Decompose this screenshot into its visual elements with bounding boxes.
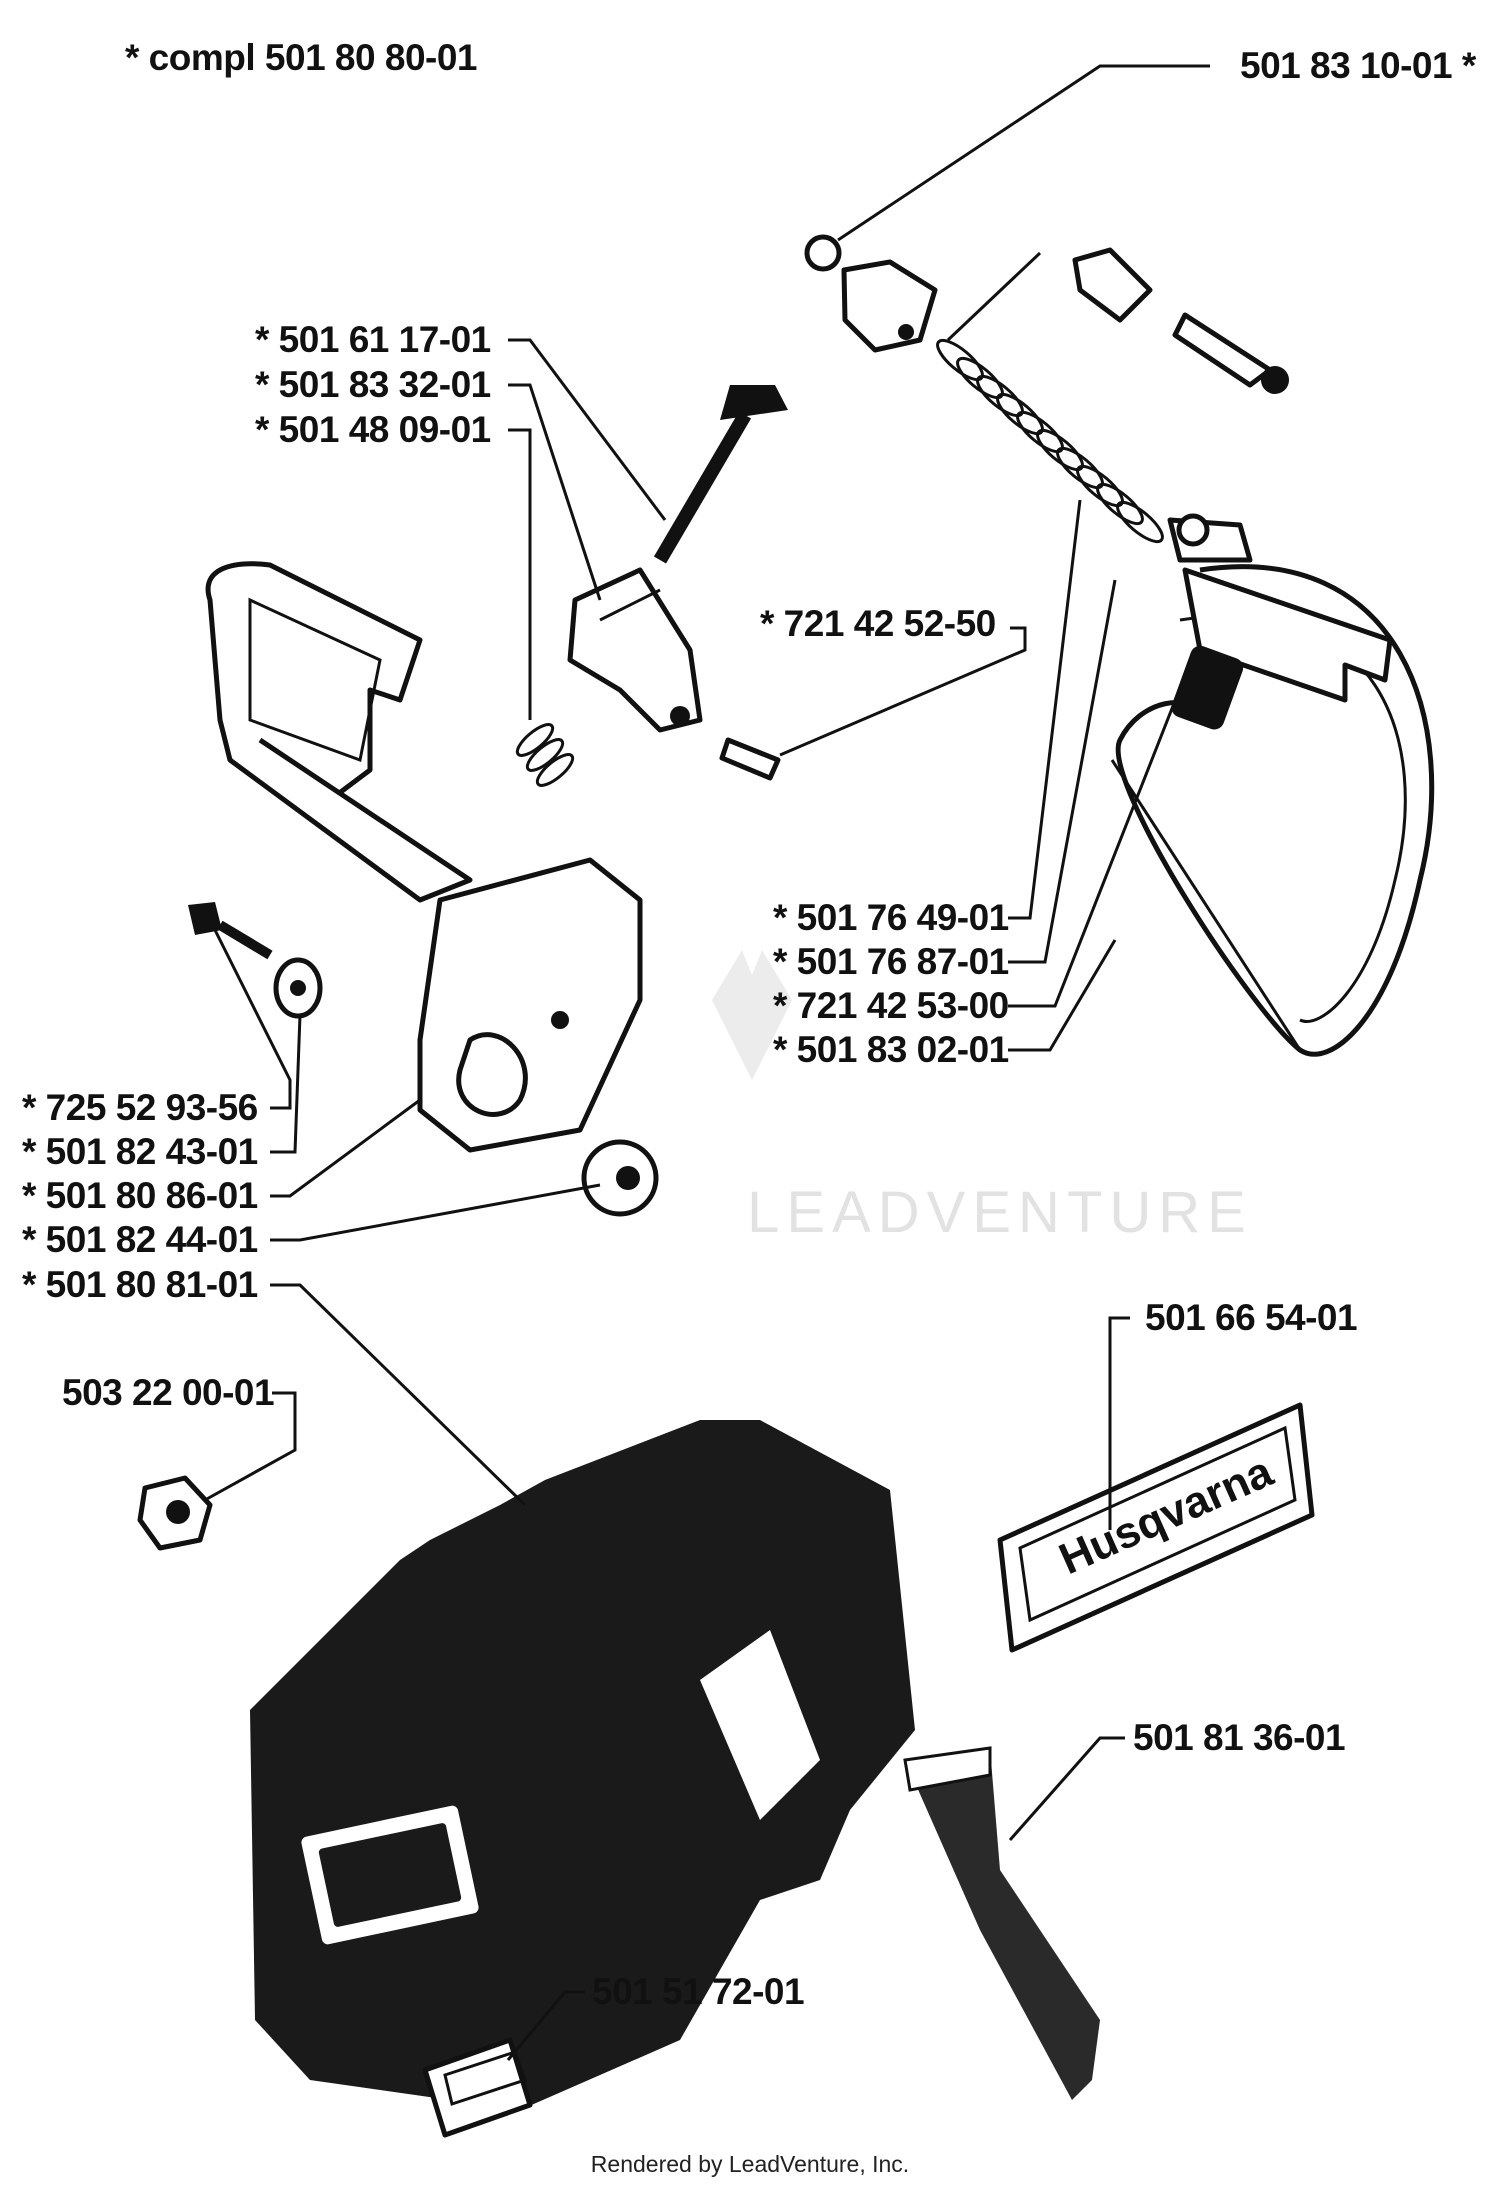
watermark: LEADVENTURE (712, 950, 1253, 1245)
label-501824301: * 501 82 43-01 (22, 1131, 258, 1172)
decal-drawing: Husqvarna (997, 1402, 1315, 1653)
label-501808601: * 501 80 86-01 (22, 1175, 258, 1216)
label-501833201: * 501 83 32-01 (255, 364, 491, 405)
clutch-cover-drawing (250, 1420, 915, 2110)
small-block-drawing (422, 2037, 533, 2138)
watermark-text: LEADVENTURE (747, 1180, 1253, 1245)
leader-lines (204, 64, 1210, 2061)
label-503220001: 503 22 00-01 (62, 1372, 274, 1413)
screw-washer-drawing (188, 902, 659, 1217)
label-501764901: * 501 76 49-01 (773, 897, 1009, 938)
label-501665401: 501 66 54-01 (1145, 1297, 1357, 1338)
spring-nut-drawing (804, 234, 1289, 544)
title-label: * compl 501 80 80-01 (125, 37, 477, 78)
cover-nut-drawing (137, 1475, 213, 1551)
label-725529356: * 725 52 93-56 (22, 1087, 258, 1128)
footer-credit: Rendered by LeadVenture, Inc. (591, 2151, 909, 2177)
label-501611701: * 501 61 17-01 (255, 319, 491, 360)
label-721425300: * 721 42 53-00 (773, 985, 1009, 1026)
label-721425250: * 721 42 52-50 (760, 603, 996, 644)
labels: * compl 501 80 80-01 501 83 10-01 * * 50… (22, 37, 1477, 2177)
label-501830201: * 501 83 02-01 (773, 1029, 1009, 1070)
label-501813601: 501 81 36-01 (1133, 1717, 1345, 1758)
brake-band-drawing (1110, 513, 1435, 1057)
plunger-drawing (515, 385, 788, 787)
label-501517201: 501 51 72-01 (592, 1971, 804, 2012)
hand-guard-drawing (205, 561, 643, 1153)
label-501824401: * 501 82 44-01 (22, 1219, 258, 1260)
chain-catcher-drawing (903, 1746, 1100, 2100)
label-501768701: * 501 76 87-01 (773, 941, 1009, 982)
label-501808101: * 501 80 81-01 (22, 1264, 258, 1305)
label-501831001: 501 83 10-01 * (1240, 45, 1477, 86)
label-501480901: * 501 48 09-01 (255, 409, 491, 450)
